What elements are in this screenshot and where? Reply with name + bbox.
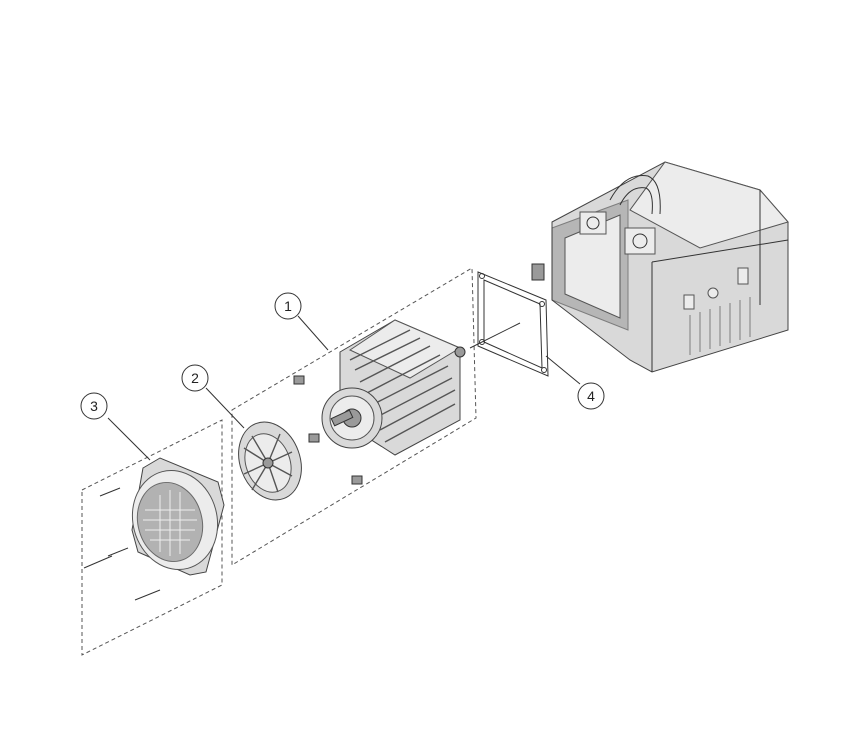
svg-text:3: 3 xyxy=(90,398,98,414)
svg-text:4: 4 xyxy=(587,388,595,404)
callout-3: 3 xyxy=(80,392,108,420)
svg-text:1: 1 xyxy=(284,298,292,314)
fan-cover-screws xyxy=(83,487,161,601)
svg-text:2: 2 xyxy=(191,370,199,386)
callout-1: 1 xyxy=(274,292,302,320)
leader-line-4 xyxy=(545,355,581,385)
group-box-motor xyxy=(231,267,477,566)
motor-part xyxy=(321,319,466,456)
gearbox-housing xyxy=(531,161,789,373)
callout-4: 4 xyxy=(577,382,605,410)
fan-part xyxy=(238,421,302,501)
leader-line-2 xyxy=(205,387,245,429)
fan-cover-part xyxy=(131,457,225,576)
callout-2: 2 xyxy=(181,364,209,392)
assembly-axis-line xyxy=(469,322,521,349)
leader-line-3 xyxy=(107,417,151,461)
group-box-fan-cover xyxy=(81,419,223,656)
motor-screws xyxy=(293,375,363,485)
leader-line-1 xyxy=(297,315,329,351)
gasket-part xyxy=(477,271,549,377)
